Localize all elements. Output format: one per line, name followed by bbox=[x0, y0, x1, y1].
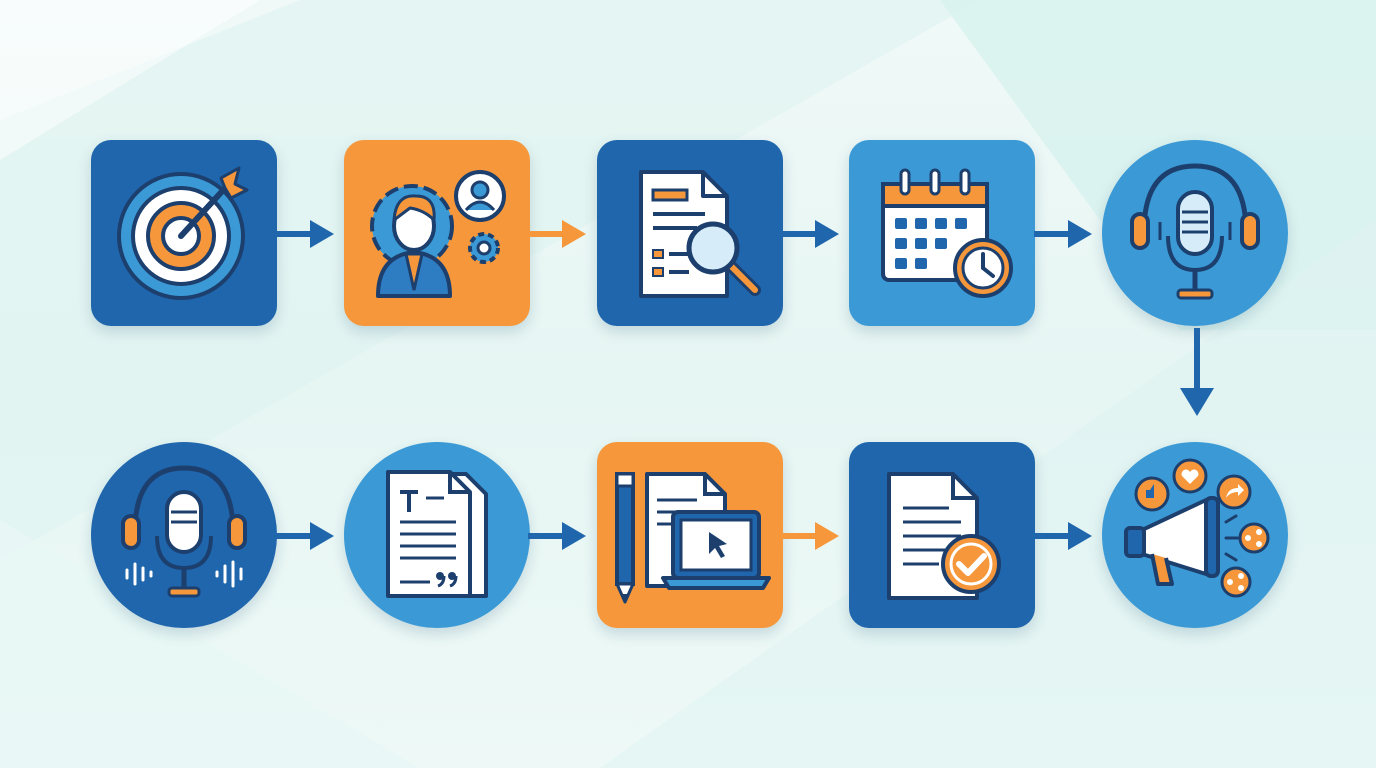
arrow-connector bbox=[276, 522, 334, 550]
person-gear-icon bbox=[370, 170, 506, 298]
arrow-connector bbox=[1034, 522, 1092, 550]
step-recording bbox=[1102, 140, 1288, 326]
arrow-connector bbox=[781, 522, 839, 550]
step-content-creation bbox=[597, 442, 783, 628]
step-goal-target bbox=[91, 140, 277, 326]
document-magnifier-icon bbox=[639, 170, 761, 298]
transcript-document-icon bbox=[386, 470, 488, 598]
target-icon bbox=[117, 166, 249, 300]
arrow-connector-down bbox=[1180, 328, 1214, 416]
step-transcript bbox=[344, 442, 530, 628]
step-research bbox=[597, 140, 783, 326]
step-scheduling bbox=[849, 140, 1035, 326]
step-audio-editing bbox=[91, 442, 277, 628]
step-promotion bbox=[1102, 442, 1288, 628]
megaphone-social-icon bbox=[1124, 458, 1270, 598]
calendar-clock-icon bbox=[881, 168, 1013, 298]
arrow-connector bbox=[528, 220, 586, 248]
arrow-connector bbox=[781, 220, 839, 248]
pencil-document-laptop-icon bbox=[615, 472, 771, 604]
studio-microphone-icon bbox=[1130, 163, 1260, 300]
arrow-connector bbox=[528, 522, 586, 550]
approved-document-icon bbox=[887, 472, 1001, 600]
arrow-connector bbox=[1034, 220, 1092, 248]
microphone-waveform-icon bbox=[121, 465, 247, 598]
step-guest-persona bbox=[344, 140, 530, 326]
arrow-connector bbox=[276, 220, 334, 248]
step-approval bbox=[849, 442, 1035, 628]
